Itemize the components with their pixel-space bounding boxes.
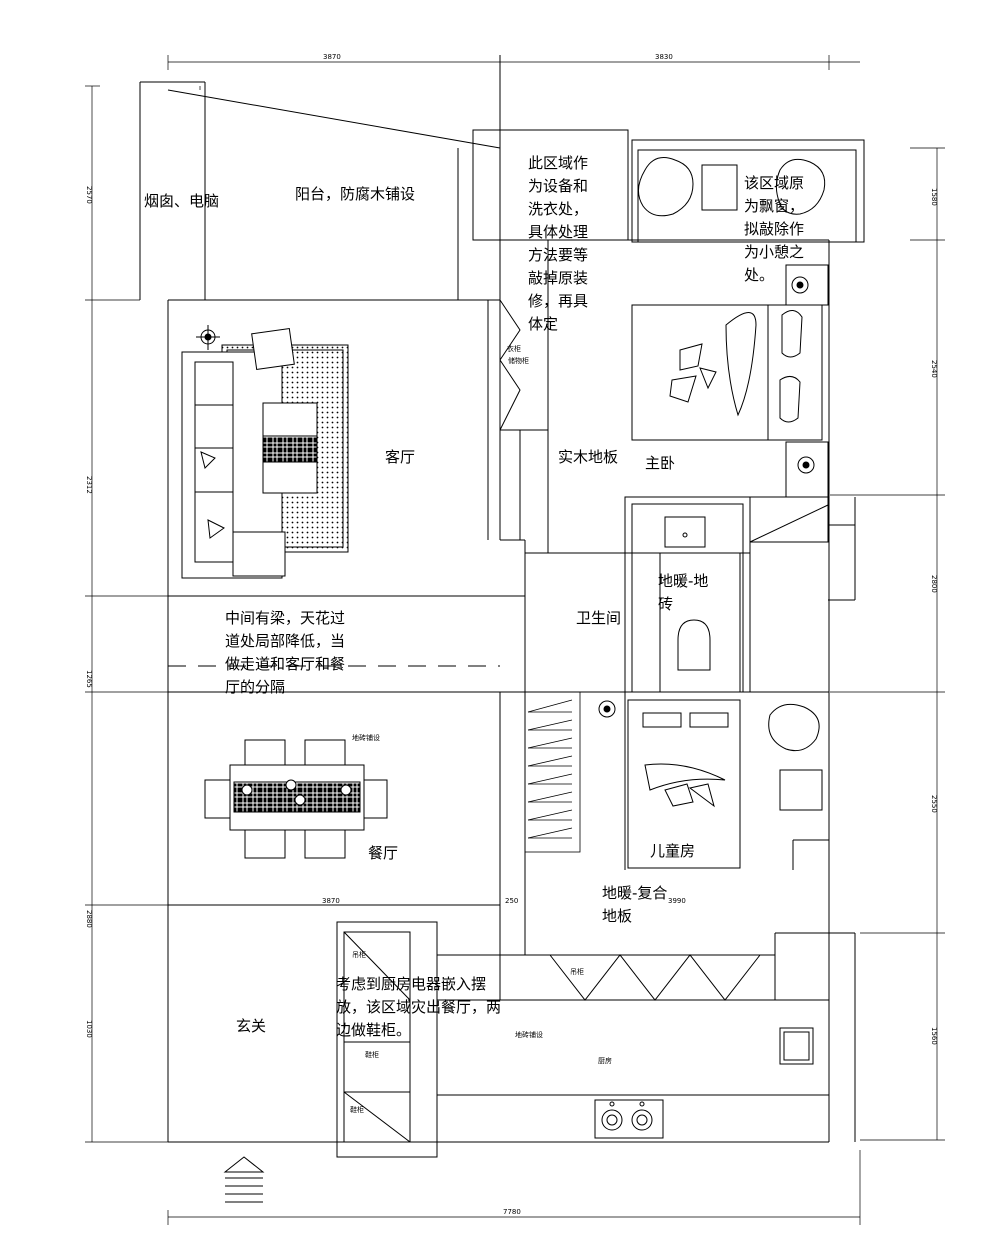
small-label-storage: 储物柜 [508,357,529,365]
label-laundry-note: 此区域作 为设备和 洗衣处， 具体处理 方法要等 敲掉原装 修，再具 体定 [528,154,589,333]
label-dining-room: 餐厅 [368,844,399,862]
kitchen-fixtures [594,1027,814,1139]
small-label-cabinet-low: 鞋柜 [350,1106,364,1114]
bathroom-fixtures [598,516,711,718]
dim-left-3: 1265 [85,670,93,688]
label-balcony: 阳台，防腐木铺设 [295,185,416,203]
dim-right-4: 2550 [930,795,938,813]
dimension-lines [85,55,945,1225]
living-room-furniture [181,325,349,579]
dim-top-left: 3870 [323,53,341,61]
bay-seating [638,157,826,217]
label-kids-room: 儿童房 [650,842,696,860]
label-entrance: 玄关 [236,1017,267,1035]
dim-left-1: 2570 [85,186,93,204]
small-label-cabinet-mid: 鞋柜 [365,1051,379,1059]
label-wood-floor: 实木地板 [558,448,619,466]
dim-left-4: 2880 [85,910,93,928]
dim-top-right: 3830 [655,53,673,61]
label-bay-window-note: 该区域原 为飘窗， 拟敲除作 为小憩之 处。 [744,174,805,284]
dim-mid-left: 3870 [322,897,340,905]
dim-right-1: 1580 [930,188,938,206]
kids-bed [627,699,823,869]
dim-left-2: 2312 [85,476,93,494]
small-label-wall-cabinet: 吊柜 [570,968,584,976]
dim-right-3: 2800 [930,575,938,593]
small-label-wardrobe: 衣柜 [507,345,521,353]
wardrobe [524,691,581,853]
label-kids-floor: 地暖-复合 地板 [602,884,668,925]
dim-right-2: 2540 [930,360,938,378]
label-master-bedroom: 主卧 [645,454,676,472]
label-bathroom: 卫生间 [576,609,622,627]
dim-mid-right: 3990 [668,897,686,905]
walls [139,55,865,1158]
dim-left-5: 1030 [85,1020,93,1038]
entrance-arrow [223,1156,265,1203]
dining-furniture [204,739,388,859]
label-beam-note: 中间有梁，天花过 道处局部降低，当 做走道和客厅和餐 厅的分隔 [225,609,346,696]
small-label-kitchen: 厨房 [598,1057,612,1065]
label-bathroom-floor: 地暖-地 砖 [658,572,709,613]
label-living-room: 客厅 [385,448,416,466]
dim-mid-center: 250 [505,897,519,905]
small-label-cabinet-top: 吊柜 [352,951,366,959]
small-label-corridor: 地砖铺设 [352,734,380,742]
label-kitchen-note: 考虑到厨房电器嵌入摆 放，该区域灾出餐厅，两 边做鞋柜。 [336,975,502,1039]
dim-right-5: 1560 [930,1027,938,1045]
small-label-kitchen-floor: 地砖铺设 [515,1031,543,1039]
dim-bottom: 7780 [503,1208,521,1216]
master-bed [631,276,823,474]
label-pipe: 烟囱、电脑 [144,192,220,210]
